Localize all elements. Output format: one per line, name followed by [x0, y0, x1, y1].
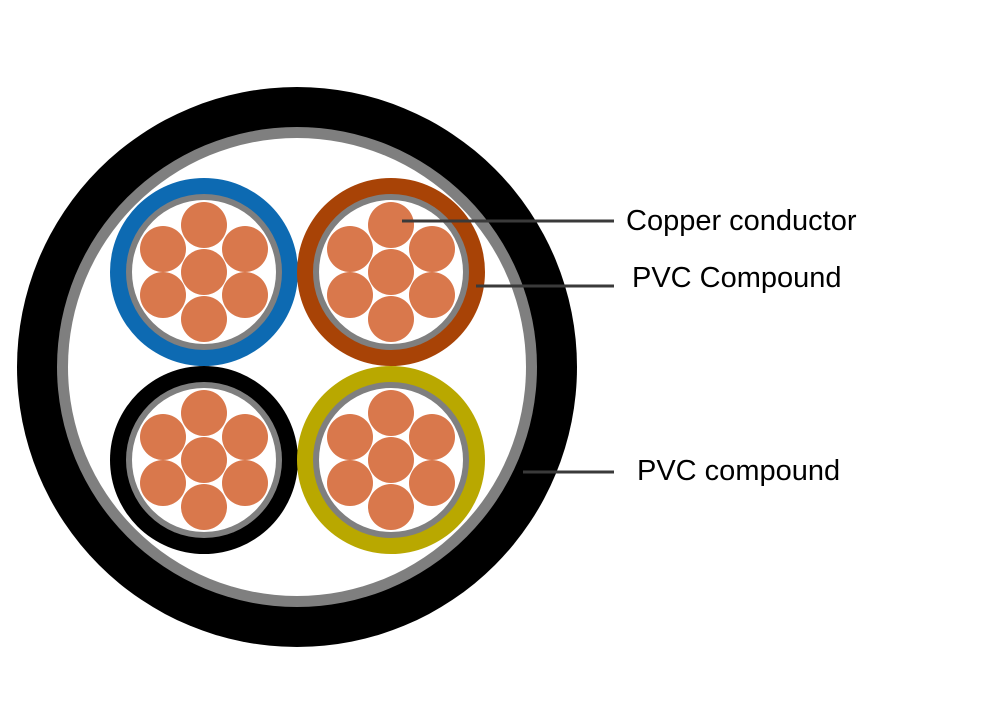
copper-strand [140, 226, 186, 272]
copper-strand [222, 226, 268, 272]
copper-strand [181, 484, 227, 530]
copper-strand [140, 272, 186, 318]
label-copper-conductor: Copper conductor [626, 205, 857, 237]
copper-strand [327, 414, 373, 460]
copper-strand [327, 460, 373, 506]
label-pvc-compound-insulation: PVC Compound [632, 262, 842, 294]
copper-strand [181, 390, 227, 436]
core-brown [297, 178, 485, 366]
copper-strand [181, 437, 227, 483]
core-black [110, 366, 298, 554]
copper-strand [327, 272, 373, 318]
core-blue [110, 178, 298, 366]
core-yellow [297, 366, 485, 554]
copper-strand [368, 249, 414, 295]
copper-strand [181, 296, 227, 342]
copper-strand [327, 226, 373, 272]
copper-strand [222, 460, 268, 506]
copper-strand [409, 226, 455, 272]
copper-strand [181, 202, 227, 248]
copper-strand [409, 414, 455, 460]
copper-strand [368, 390, 414, 436]
copper-strand [222, 414, 268, 460]
copper-strand [368, 202, 414, 248]
copper-strand [140, 414, 186, 460]
copper-strand [222, 272, 268, 318]
copper-strand [181, 249, 227, 295]
copper-strand [368, 484, 414, 530]
label-pvc-compound-sheath: PVC compound [637, 455, 840, 487]
copper-strand [368, 437, 414, 483]
copper-strand [409, 460, 455, 506]
cores-group [110, 178, 485, 554]
copper-strand [368, 296, 414, 342]
copper-strand [140, 460, 186, 506]
copper-strand [409, 272, 455, 318]
